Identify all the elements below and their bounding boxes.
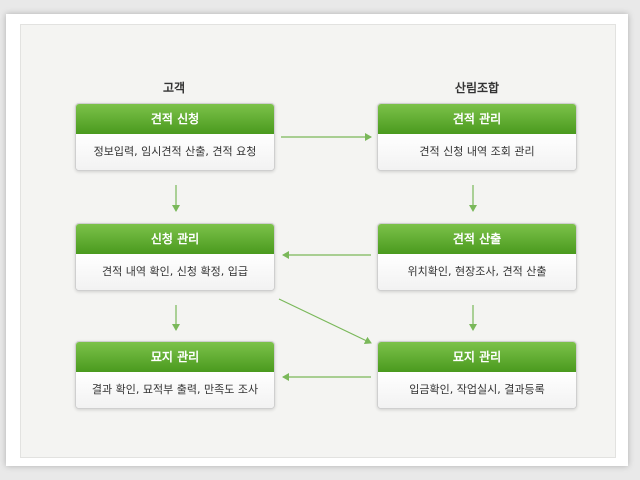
box-description: 위치확인, 현장조사, 견적 산출 bbox=[378, 254, 576, 290]
box-title: 묘지 관리 bbox=[76, 342, 274, 372]
box-title: 견적 관리 bbox=[378, 104, 576, 134]
box-description: 입금확인, 작업실시, 결과등록 bbox=[378, 372, 576, 408]
box-grave-management-cooperative: 묘지 관리 입금확인, 작업실시, 결과등록 bbox=[377, 341, 577, 409]
box-description: 결과 확인, 묘적부 출력, 만족도 조사 bbox=[76, 372, 274, 408]
flow-arrows bbox=[172, 133, 477, 381]
box-estimate-calculation: 견적 산출 위치확인, 현장조사, 견적 산출 bbox=[377, 223, 577, 291]
box-title: 견적 신청 bbox=[76, 104, 274, 134]
box-title: 견적 산출 bbox=[378, 224, 576, 254]
column-title-cooperative: 산림조합 bbox=[454, 81, 500, 95]
outer-frame: 고객 산림조합 견적 신청 정보입력, 임시견적 산출, 견적 요청 신청 관리… bbox=[6, 14, 628, 466]
box-description: 견적 신청 내역 조회 관리 bbox=[378, 134, 576, 170]
box-request-management: 신청 관리 견적 내역 확인, 신청 확정, 입급 bbox=[75, 223, 275, 291]
box-estimate-request: 견적 신청 정보입력, 임시견적 산출, 견적 요청 bbox=[75, 103, 275, 171]
arrow-l2-to-r3 bbox=[278, 298, 372, 345]
box-description: 정보입력, 임시견적 산출, 견적 요청 bbox=[76, 134, 274, 170]
box-title: 신청 관리 bbox=[76, 224, 274, 254]
box-grave-management-customer: 묘지 관리 결과 확인, 묘적부 출력, 만족도 조사 bbox=[75, 341, 275, 409]
box-title: 묘지 관리 bbox=[378, 342, 576, 372]
box-estimate-management: 견적 관리 견적 신청 내역 조회 관리 bbox=[377, 103, 577, 171]
box-description: 견적 내역 확인, 신청 확정, 입급 bbox=[76, 254, 274, 290]
diagram-panel: 고객 산림조합 견적 신청 정보입력, 임시견적 산출, 견적 요청 신청 관리… bbox=[20, 24, 616, 458]
column-title-customer: 고객 bbox=[162, 81, 186, 95]
